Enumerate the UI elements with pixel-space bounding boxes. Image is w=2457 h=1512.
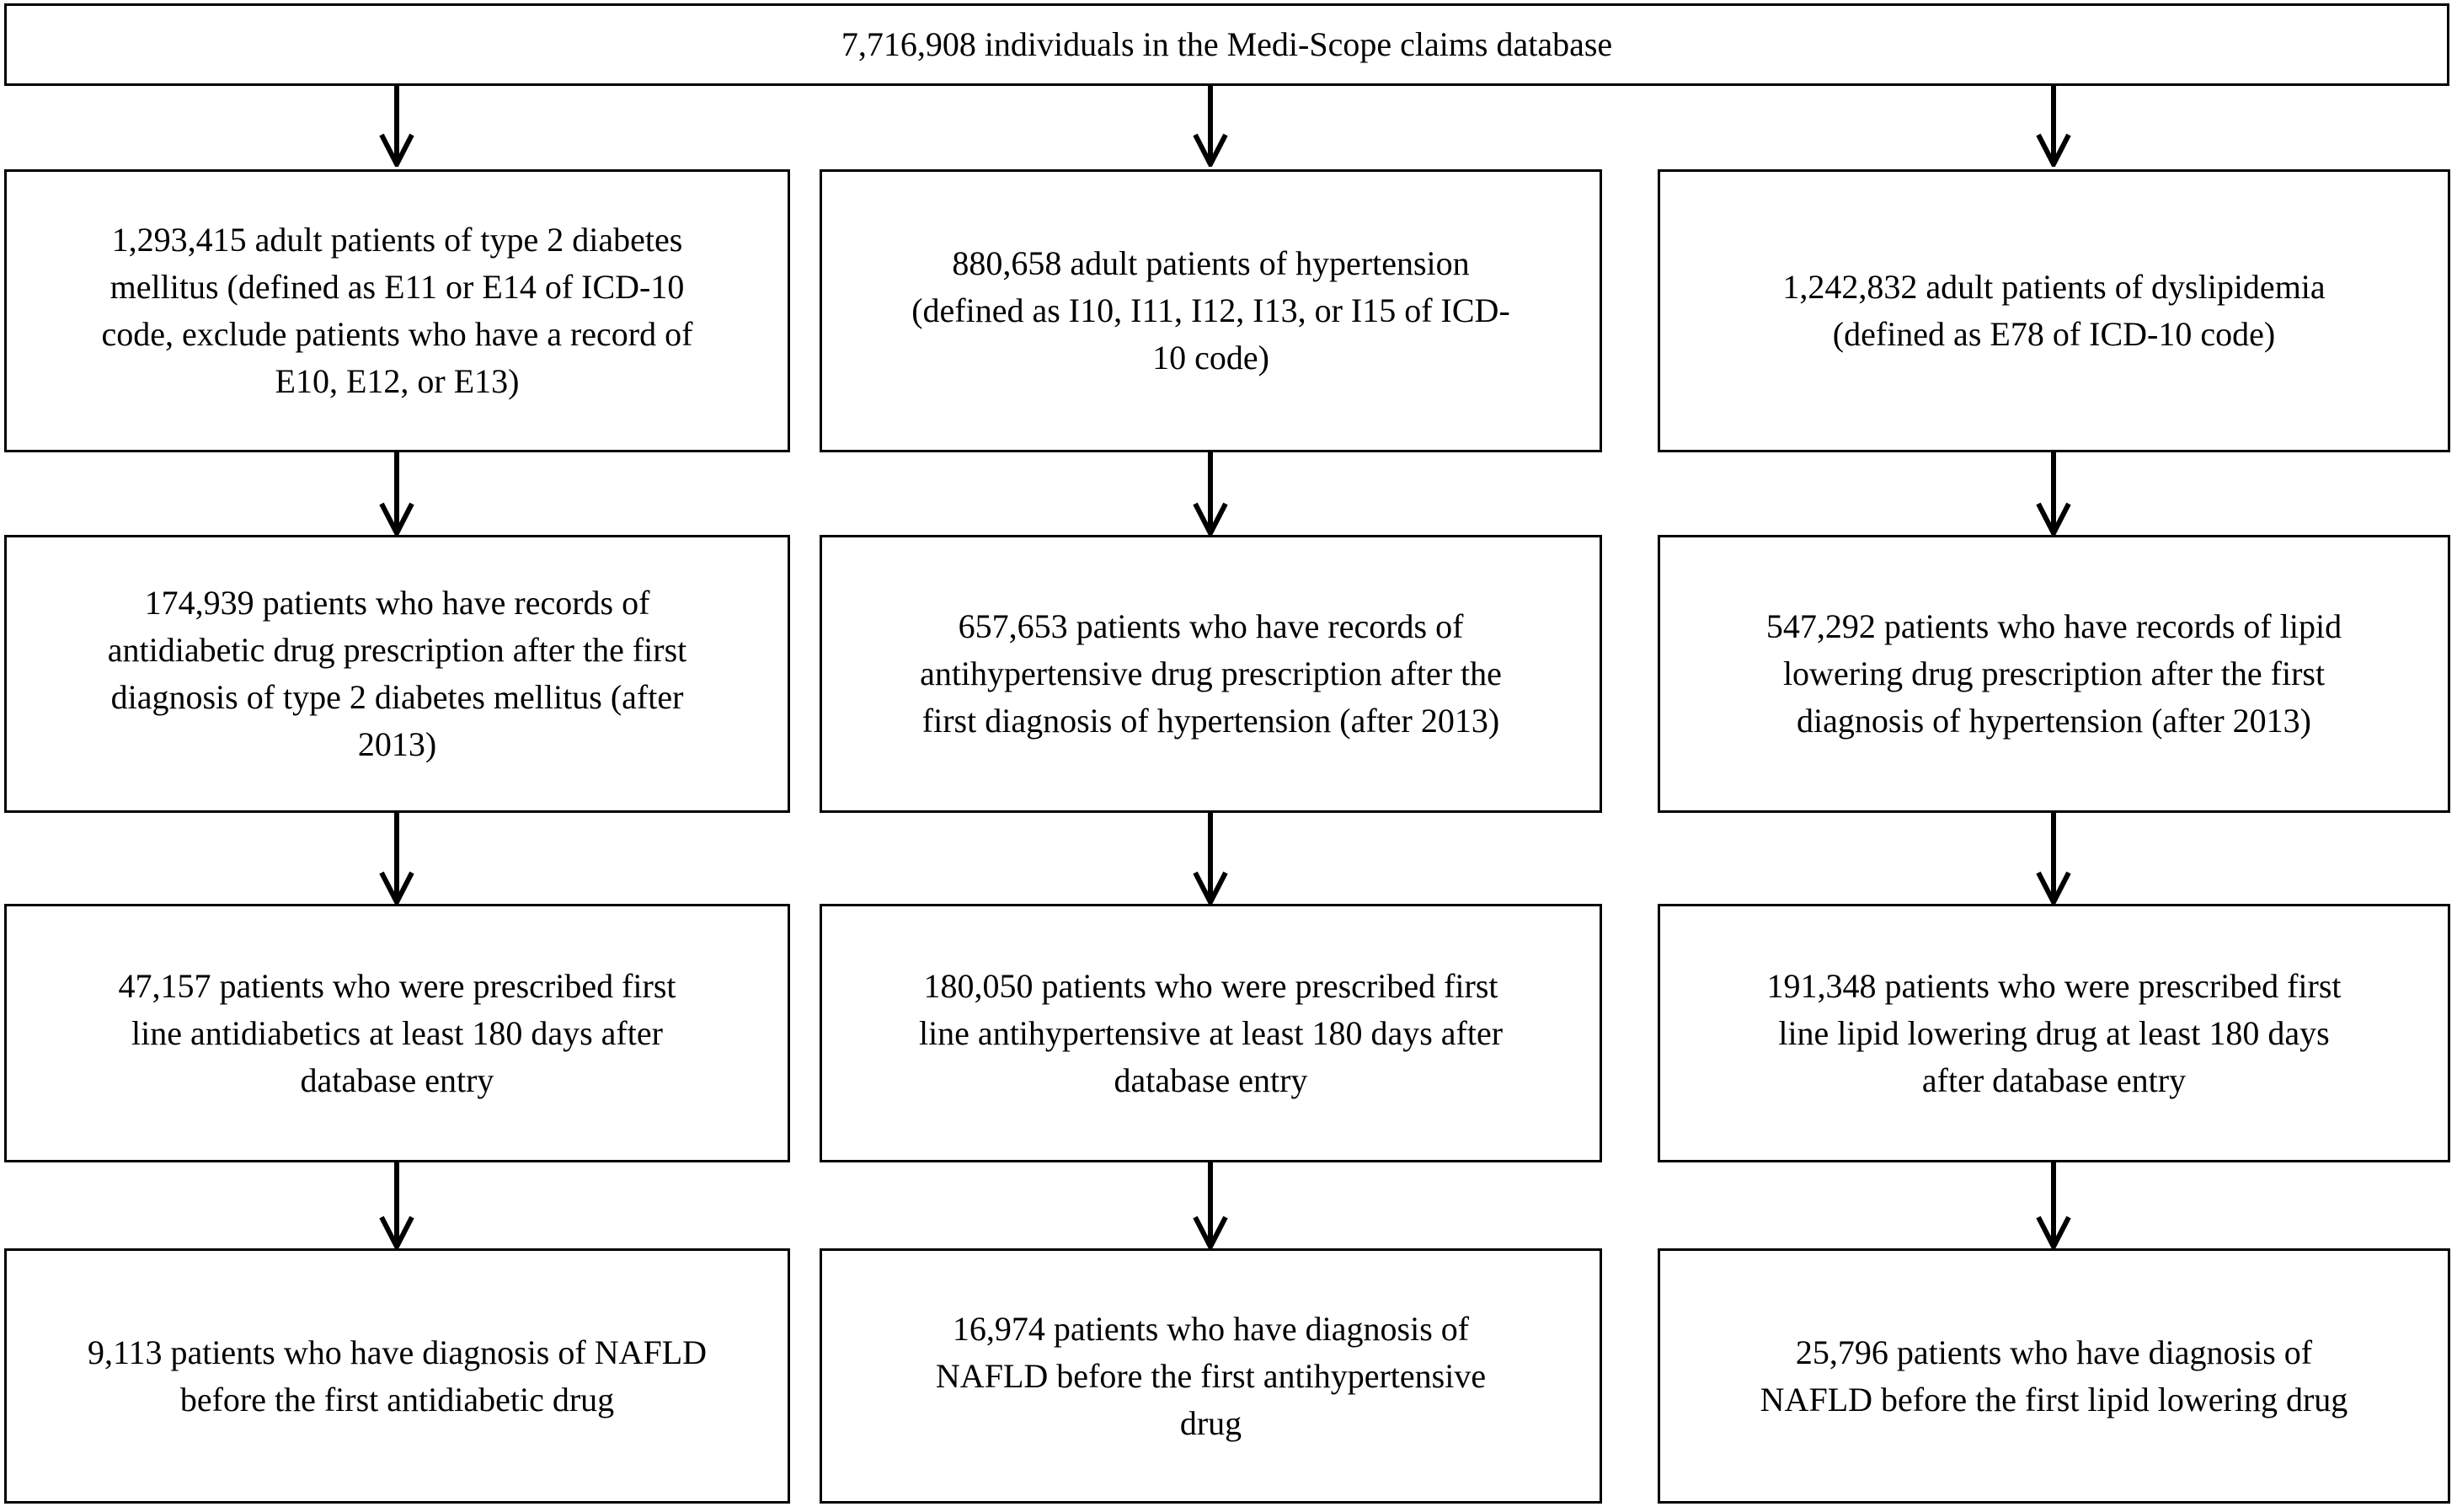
box-diabetes-nafld: 9,113 patients who have diagnosis of NAF… bbox=[4, 1248, 790, 1504]
box-dyslipidemia-nafld: 25,796 patients who have diagnosis of NA… bbox=[1658, 1248, 2450, 1504]
box-dyslipidemia-drug-records: 547,292 patients who have records of lip… bbox=[1658, 535, 2450, 813]
box-claims-database-total: 7,716,908 individuals in the Medi-Scope … bbox=[4, 3, 2449, 86]
down-arrow-icon bbox=[2036, 813, 2071, 905]
box-dyslipidemia-first-line: 191,348 patients who were prescribed fir… bbox=[1658, 904, 2450, 1162]
box-hypertension-cohort: 880,658 adult patients of hypertension (… bbox=[820, 169, 1602, 452]
down-arrow-icon bbox=[379, 452, 414, 536]
box-hypertension-first-line: 180,050 patients who were prescribed fir… bbox=[820, 904, 1602, 1162]
down-arrow-icon bbox=[1193, 86, 1228, 167]
down-arrow-icon bbox=[1193, 813, 1228, 905]
down-arrow-icon bbox=[1193, 452, 1228, 536]
down-arrow-icon bbox=[379, 813, 414, 905]
box-diabetes-first-line: 47,157 patients who were prescribed firs… bbox=[4, 904, 790, 1162]
box-hypertension-nafld: 16,974 patients who have diagnosis of NA… bbox=[820, 1248, 1602, 1504]
box-diabetes-drug-records: 174,939 patients who have records of ant… bbox=[4, 535, 790, 813]
down-arrow-icon bbox=[2036, 1162, 2071, 1249]
box-dyslipidemia-cohort: 1,242,832 adult patients of dyslipidemia… bbox=[1658, 169, 2450, 452]
down-arrow-icon bbox=[379, 86, 414, 167]
down-arrow-icon bbox=[2036, 86, 2071, 167]
down-arrow-icon bbox=[379, 1162, 414, 1249]
box-diabetes-cohort: 1,293,415 adult patients of type 2 diabe… bbox=[4, 169, 790, 452]
down-arrow-icon bbox=[2036, 452, 2071, 536]
down-arrow-icon bbox=[1193, 1162, 1228, 1249]
box-hypertension-drug-records: 657,653 patients who have records of ant… bbox=[820, 535, 1602, 813]
